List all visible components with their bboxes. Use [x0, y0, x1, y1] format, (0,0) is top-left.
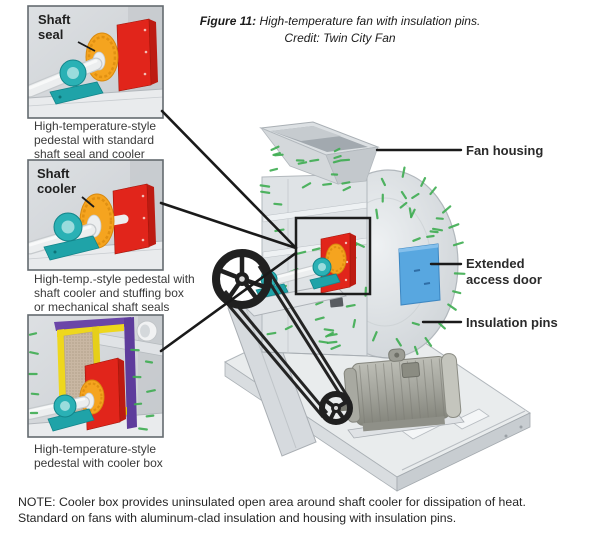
- panel-vent: [329, 297, 344, 308]
- panel-1-label: Shaft seal: [38, 12, 71, 42]
- access-door: [398, 243, 441, 306]
- note-text: NOTE: Cooler box provides uninsulated op…: [18, 495, 526, 525]
- motor-pulley-small: [319, 391, 353, 425]
- callout-insulation-pins: Insulation pins: [466, 315, 558, 330]
- panel-2-caption: High-temp.-style pedestal with shaft coo…: [34, 272, 195, 314]
- highlight-box: [294, 216, 372, 296]
- leader-lines: [159, 109, 463, 353]
- figure-caption: Figure 11: High-temperature fan with ins…: [185, 13, 495, 47]
- panel-1-caption: High-temperature-style pedestal with sta…: [34, 119, 157, 161]
- panel-3-illustration: [27, 314, 164, 438]
- callout-fan-housing: Fan housing: [466, 143, 544, 158]
- panel-2-illustration: [27, 159, 164, 271]
- panel-2-label: Shaft cooler: [37, 166, 77, 196]
- figure-title: High-temperature fan with insulation pin…: [256, 14, 481, 28]
- belt-drive: [218, 262, 351, 418]
- panel-1-illustration: [27, 5, 164, 119]
- inlet-hopper: [259, 121, 380, 185]
- panel-3-caption: High-temperature-style pedestal with coo…: [34, 442, 163, 470]
- figure-credit: Credit: Twin City Fan: [284, 31, 396, 45]
- figure-number: Figure 11:: [199, 14, 257, 28]
- callout-access-door: Extended access door: [466, 256, 542, 287]
- bearing-shelf: [238, 283, 348, 317]
